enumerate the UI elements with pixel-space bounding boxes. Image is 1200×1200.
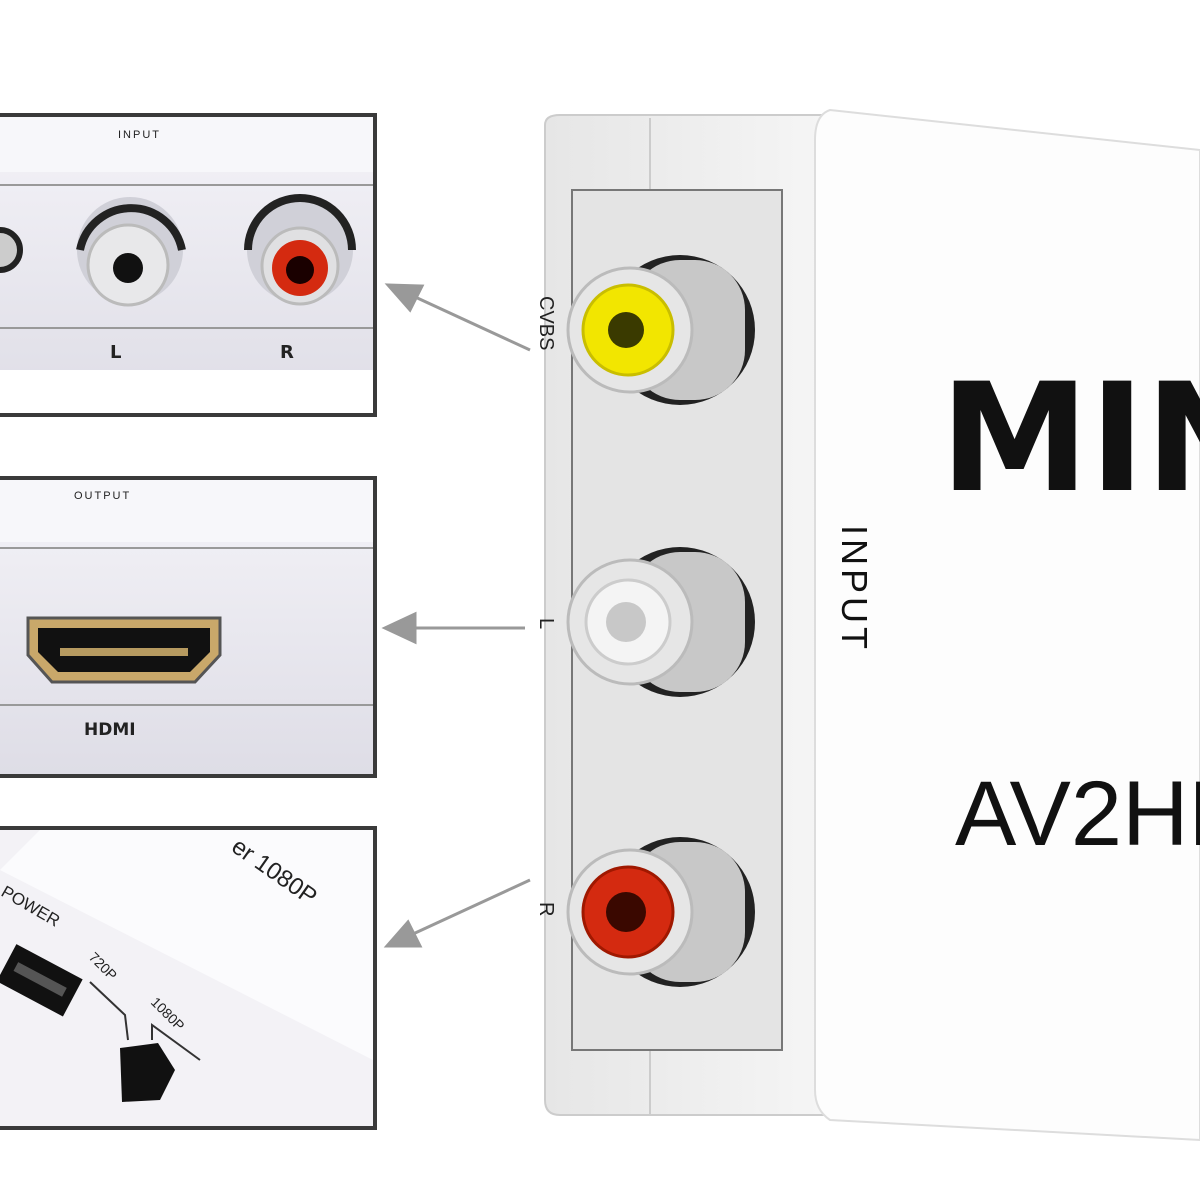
red-audio-right-jack [566, 837, 755, 987]
av2hdmi-converter: CVBS L R INPUT MINI AV2HDMI [535, 108, 1200, 1142]
model-name: AV2HDMI [955, 763, 1200, 865]
hdmi-output-panel: OUTPUT HDMI [0, 476, 377, 778]
white-audio-left-jack [566, 547, 755, 697]
white-rca-jack [76, 197, 186, 307]
power-switch-panel: er 1080P POWER 720P 1080P [0, 826, 377, 1130]
resolution-switch [120, 1043, 175, 1102]
audio-input-header: INPUT [118, 129, 161, 141]
right-jack-label: R [535, 902, 557, 916]
red-rca-jack [244, 194, 356, 306]
callout-arrows [381, 283, 531, 948]
cvbs-label: CVBS [535, 296, 557, 350]
audio-right-label: R [280, 342, 294, 363]
yellow-cvbs-jack [566, 255, 755, 405]
power-port [0, 944, 83, 1017]
audio-input-panel: INPUT L R [0, 113, 377, 417]
partial-jack [0, 227, 23, 273]
hdmi-output-header: OUTPUT [74, 490, 131, 502]
side-input-label: INPUT [834, 525, 875, 653]
hdmi-port [26, 616, 222, 684]
brand-logo: MINI [940, 352, 1200, 526]
left-jack-label: L [535, 618, 557, 629]
audio-left-label: L [110, 342, 121, 363]
hdmi-port-label: HDMI [84, 720, 136, 740]
